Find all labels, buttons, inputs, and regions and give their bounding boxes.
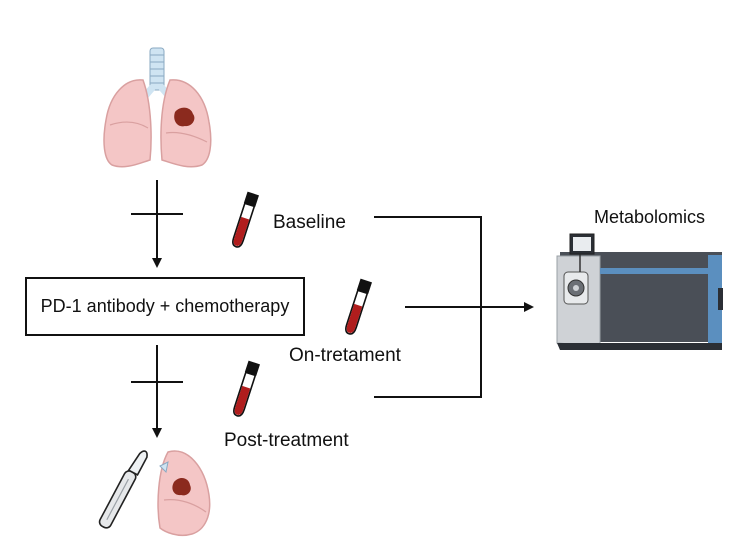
label-metabolomics: Metabolomics [594,207,706,227]
therapy-box: PD-1 antibody + chemotherapy [25,277,305,336]
label-on-treatment: On-tretament [289,345,401,366]
sample-bracket [374,216,482,398]
therapy-label: PD-1 antibody + chemotherapy [40,296,290,316]
blood-tube-baseline-icon [229,190,260,250]
resected-lung-icon [157,450,211,537]
label-baseline: Baseline [273,212,346,233]
mass-spectrometer-icon [556,233,723,350]
scalpel-icon [98,450,148,529]
blood-tube-on-treatment-icon [342,277,373,337]
label-post-treatment: Post-treatment [224,430,349,451]
lungs-with-tumor-icon [103,47,212,168]
blood-tube-post-treatment-icon [230,359,261,419]
